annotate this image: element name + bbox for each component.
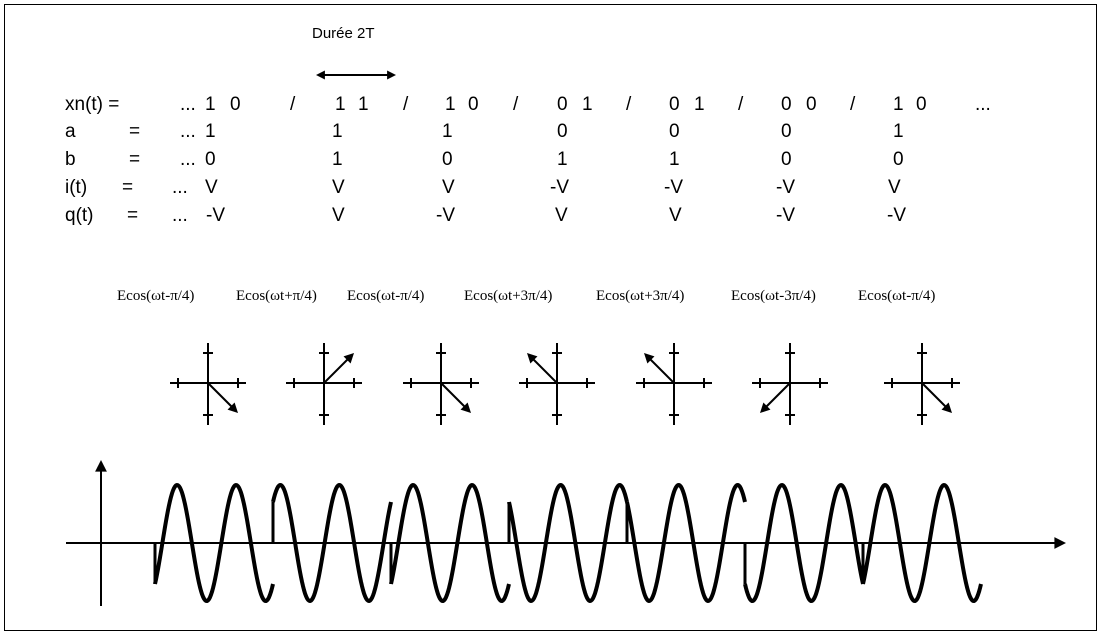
xn-bit: 1 — [582, 94, 593, 115]
phase-expression: Ecos(ωt+π/4) — [236, 288, 317, 304]
row-label-b: b — [65, 149, 76, 170]
b-value: 1 — [557, 149, 568, 170]
i-value: -V — [664, 177, 683, 198]
pair-separator: / — [626, 94, 632, 115]
q-value: V — [669, 205, 682, 226]
row-label-xn: xn(t) = — [65, 94, 120, 115]
phasor-arrow-head — [227, 402, 238, 413]
b-value: 1 — [669, 149, 680, 170]
pair-separator: / — [290, 94, 296, 115]
pair-separator: / — [403, 94, 409, 115]
phase-expression: Ecos(ωt-π/4) — [347, 288, 425, 304]
a-value: 0 — [557, 121, 568, 142]
xn-bit: 1 — [445, 94, 456, 115]
row-lead-i: ... — [172, 177, 188, 198]
i-value: V — [888, 177, 901, 198]
xn-bit: 0 — [230, 94, 241, 115]
pair-separator: / — [738, 94, 744, 115]
duration-arrow-head-left — [316, 70, 325, 80]
duration-arrow-head-right — [387, 70, 396, 80]
q-value: V — [555, 205, 568, 226]
xn-bit: 1 — [358, 94, 369, 115]
q-value: V — [332, 205, 345, 226]
xn-bit: 1 — [893, 94, 904, 115]
a-value: 0 — [669, 121, 680, 142]
pair-separator: / — [850, 94, 856, 115]
phase-expression: Ecos(ωt-π/4) — [117, 288, 195, 304]
xn-bit: 0 — [916, 94, 927, 115]
waveform-segment — [389, 483, 511, 603]
row-eq-q: = — [127, 205, 139, 226]
row-lead-a: ... — [180, 121, 196, 142]
a-value: 1 — [332, 121, 343, 142]
xn-bit: 1 — [335, 94, 346, 115]
phasor-vector — [648, 357, 675, 384]
xn-bit: 0 — [669, 94, 680, 115]
xn-bit: 1 — [694, 94, 705, 115]
phasor-vector — [921, 382, 948, 409]
b-value: 0 — [442, 149, 453, 170]
phase-expression: Ecos(ωt+3π/4) — [596, 288, 685, 304]
row-eq-a: = — [129, 121, 141, 142]
waveform-segment — [153, 483, 275, 603]
phasor-vector — [531, 357, 558, 384]
phasor-arrow-head — [941, 402, 952, 413]
waveform-segment — [271, 483, 393, 603]
row-eq-i: = — [122, 177, 134, 198]
phasor-vector — [323, 357, 350, 384]
row-lead-b: ... — [180, 149, 196, 170]
phasor-vector — [764, 382, 791, 409]
waveform-segment — [625, 483, 747, 603]
i-value: V — [205, 177, 218, 198]
phasor-arrow-head — [343, 353, 354, 364]
duration-label: Durée 2T — [312, 25, 375, 42]
xn-bit: 0 — [557, 94, 568, 115]
phase-expression: Ecos(ωt-3π/4) — [731, 288, 816, 304]
q-value: -V — [436, 205, 455, 226]
phasor-vector — [440, 382, 467, 409]
a-value: 1 — [442, 121, 453, 142]
q-value: -V — [206, 205, 225, 226]
row-label-a: a — [65, 121, 76, 142]
xn-bit: 0 — [806, 94, 817, 115]
phasor-arrow-head — [527, 353, 538, 364]
row-lead-q: ... — [172, 205, 188, 226]
b-value: 0 — [893, 149, 904, 170]
phasor-vector — [207, 382, 234, 409]
b-value: 0 — [205, 149, 216, 170]
b-value: 0 — [781, 149, 792, 170]
row-label-q: q(t) — [65, 205, 94, 226]
amplitude-axis-arrow — [95, 460, 107, 472]
i-value: V — [442, 177, 455, 198]
a-value: 1 — [893, 121, 904, 142]
row-label-i: i(t) — [65, 177, 88, 198]
xn-bit: 1 — [205, 94, 216, 115]
time-axis-arrow — [1054, 537, 1066, 549]
row-lead-xn: ... — [180, 94, 196, 115]
phase-expression: Ecos(ωt+3π/4) — [464, 288, 553, 304]
xn-bit: 0 — [781, 94, 792, 115]
i-value: V — [332, 177, 345, 198]
b-value: 1 — [332, 149, 343, 170]
waveform-segment — [743, 483, 865, 603]
phasor-arrow-head — [644, 353, 655, 364]
i-value: -V — [550, 177, 569, 198]
i-value: -V — [776, 177, 795, 198]
a-value: 0 — [781, 121, 792, 142]
a-value: 1 — [205, 121, 216, 142]
phase-expression: Ecos(ωt-π/4) — [858, 288, 936, 304]
row-trail-xn: ... — [975, 94, 991, 115]
q-value: -V — [776, 205, 795, 226]
pair-separator: / — [513, 94, 519, 115]
waveform-segment — [861, 483, 983, 603]
row-eq-b: = — [129, 149, 141, 170]
q-value: -V — [887, 205, 906, 226]
phasor-arrow-head — [760, 402, 771, 413]
xn-bit: 0 — [468, 94, 479, 115]
phasor-arrow-head — [460, 402, 471, 413]
waveform-segment — [507, 483, 629, 603]
